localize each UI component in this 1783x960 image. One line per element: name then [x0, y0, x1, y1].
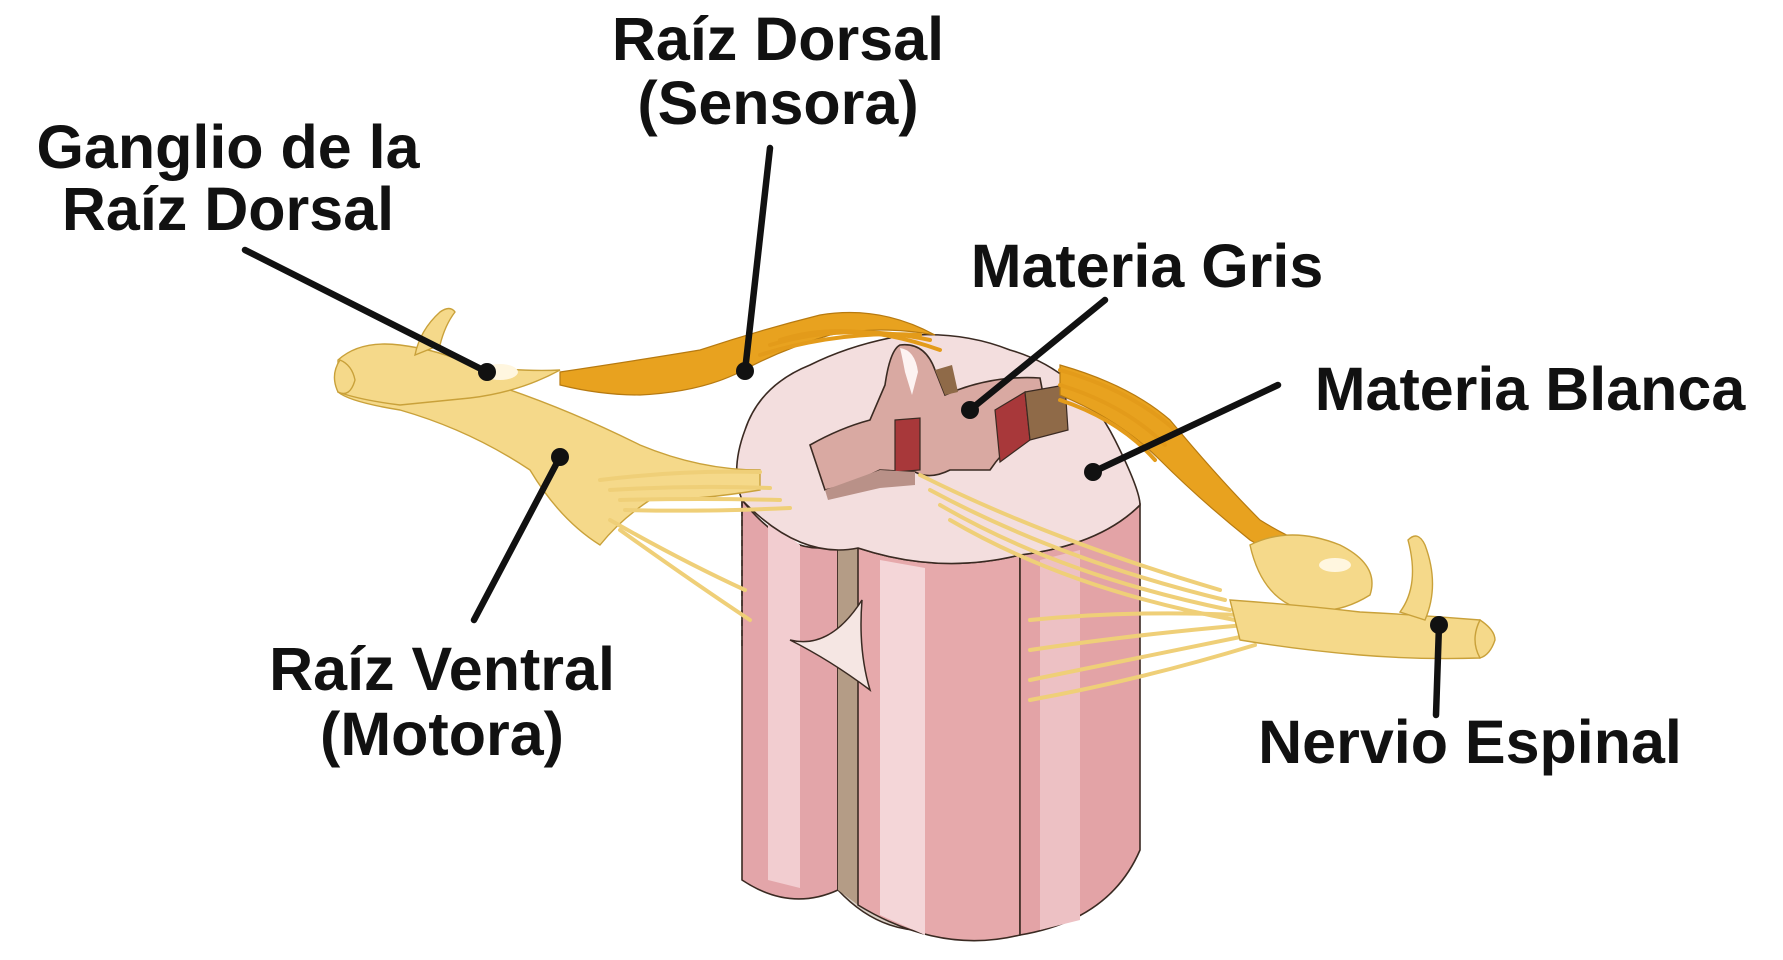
label-dorsal-root-line2: (Sensora) [637, 69, 918, 137]
label-spinal-nerve: Nervio Espinal [1258, 708, 1682, 776]
cord-fissure-shadow [838, 545, 858, 905]
cord-column-center-highlight [880, 560, 925, 935]
leader-ventral-root [474, 457, 560, 620]
spinal-cord-column [737, 335, 1140, 941]
cord-column-left-highlight [768, 520, 800, 888]
leader-spinal-nerve [1436, 625, 1439, 715]
leader-ventral-root-dot [551, 448, 569, 466]
label-gray-matter: Materia Gris [971, 232, 1324, 300]
right-ganglion-highlight [1319, 558, 1351, 572]
label-ventral-root-line2: (Motora) [320, 700, 564, 768]
leader-gray-matter-dot [961, 401, 979, 419]
leader-dorsal-root-dot [736, 362, 754, 380]
right-nerve-end [1475, 620, 1495, 658]
label-dorsal-root-line1: Raíz Dorsal [612, 5, 944, 73]
leader-white-matter-dot [1084, 463, 1102, 481]
right-ramus-branch [1400, 536, 1433, 620]
gray-matter-cut-left [895, 418, 920, 472]
label-ganglion-line1: Ganglio de la [36, 113, 420, 181]
label-ganglion-line2: Raíz Dorsal [62, 175, 394, 243]
right-ganglion [1250, 535, 1372, 611]
label-ventral-root-line1: Raíz Ventral [269, 635, 615, 703]
label-white-matter: Materia Blanca [1315, 355, 1747, 423]
cord-column-right-highlight [1040, 550, 1080, 930]
leader-ganglion-dot [478, 363, 496, 381]
leader-spinal-nerve-dot [1430, 616, 1448, 634]
